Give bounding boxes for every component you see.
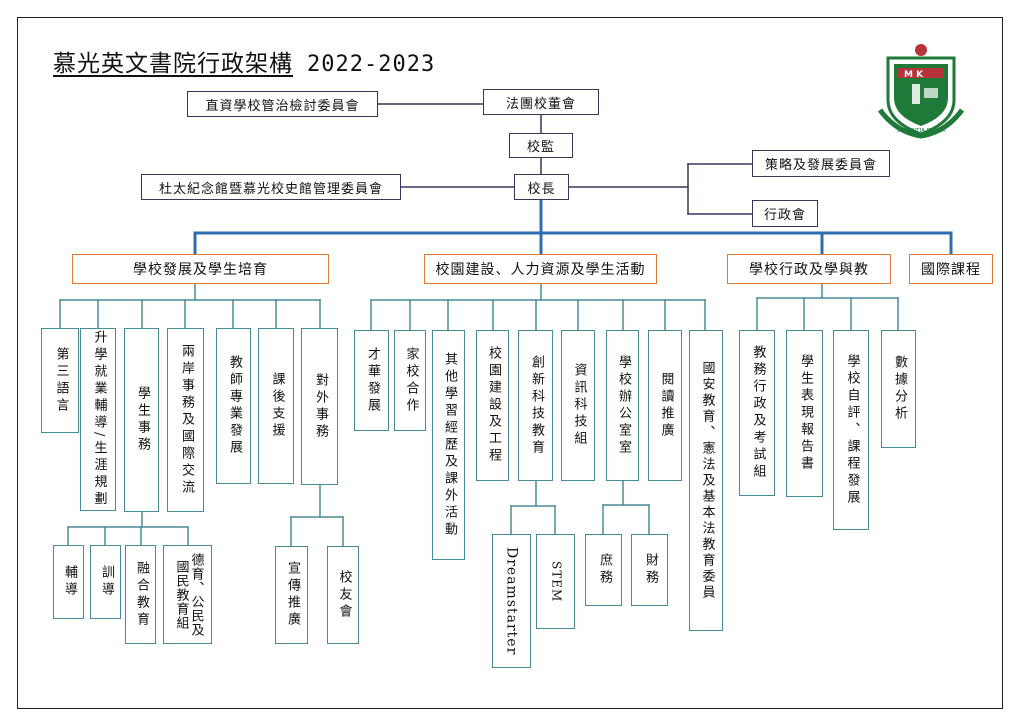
unit-alumni: 校友會 — [327, 546, 359, 644]
unit-academic-admin-label: 教務行政及考試組 — [750, 345, 766, 481]
unit-finance-label: 財務 — [642, 553, 658, 587]
unit-student-report: 學生表現報告書 — [786, 330, 823, 497]
division-admin-label: 學校行政及學與教 — [749, 262, 869, 278]
unit-teacher-development: 教師專業發展 — [216, 328, 251, 484]
unit-campus-works-label: 校園建設及工程 — [485, 346, 501, 465]
unit-campus-works: 校園建設及工程 — [476, 330, 509, 481]
unit-ole-label: 其他學習經歷及課外活動 — [441, 351, 457, 539]
unit-general-affairs: 庶務 — [585, 534, 622, 606]
division-development-label: 學校發展及學生培育 — [133, 262, 268, 278]
unit-third-language-label: 第三語言 — [53, 346, 69, 415]
strategy-committee-box: 策略及發展委員會 — [752, 150, 890, 177]
unit-stem-label: STEM — [549, 560, 564, 603]
unit-third-language: 第三語言 — [41, 328, 79, 433]
unit-discipline-label: 訓導 — [98, 565, 114, 599]
crest-motto: SAPIENTIA ET LUX — [896, 128, 946, 134]
unit-careers: 升學就業輔導/生涯規劃 — [80, 328, 116, 511]
division-international-label: 國際課程 — [921, 262, 981, 278]
unit-promotion-label: 宣傳推廣 — [284, 561, 300, 629]
board-label: 法團校董會 — [505, 96, 576, 112]
division-campus-box: 校園建設、人力資源及學生活動 — [424, 254, 657, 284]
unit-guidance: 輔導 — [53, 545, 84, 619]
unit-general-affairs-label: 庶務 — [596, 553, 612, 587]
unit-data-analysis: 數據分析 — [881, 330, 916, 448]
unit-after-school-label: 課後支援 — [269, 372, 285, 440]
unit-discipline: 訓導 — [90, 545, 121, 619]
unit-moral-civic-label: 德育、公民及國民教育組 — [173, 552, 204, 637]
unit-data-analysis-label: 數據分析 — [891, 355, 907, 423]
unit-stem: STEM — [536, 534, 575, 629]
unit-external-affairs-label: 對外事務 — [312, 372, 328, 441]
unit-academic-admin: 教務行政及考試組 — [739, 330, 775, 496]
division-international-box: 國際課程 — [909, 254, 993, 284]
board-box: 法團校董會 — [483, 89, 599, 115]
unit-after-school: 課後支援 — [258, 328, 294, 484]
unit-careers-label: 升學就業輔導/生涯規劃 — [91, 330, 107, 509]
unit-external-affairs: 對外事務 — [301, 328, 338, 485]
unit-finance: 財務 — [631, 534, 668, 606]
principal-label: 校長 — [527, 181, 556, 197]
museum-committee-label: 杜太紀念館暨慕光校史館管理委員會 — [158, 181, 383, 197]
unit-it-label: 資訊科技組 — [571, 363, 587, 448]
unit-reading-label: 閱讀推廣 — [658, 371, 674, 440]
division-development-box: 學校發展及學生培育 — [72, 254, 329, 284]
unit-school-office-label: 學校辦公室室 — [615, 354, 631, 457]
admin-council-box: 行政會 — [752, 200, 818, 227]
museum-committee-box: 杜太紀念館暨慕光校史館管理委員會 — [141, 174, 401, 200]
division-campus-label: 校園建設、人力資源及學生活動 — [435, 262, 646, 278]
unit-ole: 其他學習經歷及課外活動 — [432, 330, 465, 560]
unit-student-report-label: 學生表現報告書 — [797, 354, 813, 473]
admin-council-label: 行政會 — [763, 208, 806, 223]
unit-student-affairs: 學生事務 — [124, 328, 159, 512]
unit-it: 資訊科技組 — [561, 330, 595, 481]
unit-guidance-label: 輔導 — [61, 565, 77, 599]
unit-self-evaluation-label: 學校自評、課程發展 — [844, 353, 860, 507]
unit-innovation-label: 創新科技教育 — [528, 354, 544, 457]
governance-review-label: 直資學校管治檢討委員會 — [205, 98, 360, 114]
unit-school-office: 學校辦公室室 — [606, 330, 639, 481]
unit-home-school: 家校合作 — [394, 330, 426, 431]
unit-home-school-label: 家校合作 — [403, 346, 419, 415]
unit-talent: 才華發展 — [354, 330, 389, 431]
unit-student-affairs-label: 學生事務 — [134, 386, 150, 454]
unit-moral-civic: 德育、公民及國民教育組 — [163, 545, 212, 644]
unit-reading: 閱讀推廣 — [648, 330, 682, 481]
unit-national-security: 國安教育、憲法及基本法教育委員 — [689, 330, 723, 631]
unit-cross-strait-label: 兩岸事務及國際交流 — [178, 343, 194, 497]
title-main: 慕光英文書院行政架構 — [53, 51, 293, 77]
unit-cross-strait: 兩岸事務及國際交流 — [167, 328, 204, 512]
unit-innovation: 創新科技教育 — [518, 330, 553, 481]
page-frame — [17, 17, 1003, 709]
unit-inclusive-education: 融合教育 — [125, 545, 156, 644]
unit-dreamstarter-label: Dreamstarter — [503, 546, 520, 656]
unit-promotion: 宣傳推廣 — [275, 546, 308, 644]
division-admin-box: 學校行政及學與教 — [727, 254, 891, 284]
title-year: 2022-2023 — [307, 52, 436, 77]
unit-talent-label: 才華發展 — [364, 346, 380, 415]
unit-teacher-development-label: 教師專業發展 — [226, 355, 242, 457]
unit-alumni-label: 校友會 — [336, 569, 352, 621]
strategy-committee-label: 策略及發展委員會 — [764, 158, 877, 173]
page-title: 慕光英文書院行政架構 2022-2023 — [53, 44, 435, 78]
unit-self-evaluation: 學校自評、課程發展 — [833, 330, 869, 530]
principal-box: 校長 — [514, 174, 569, 200]
supervisor-label: 校監 — [526, 140, 555, 155]
crest-letters: M K — [904, 70, 924, 80]
unit-dreamstarter: Dreamstarter — [492, 534, 531, 668]
unit-inclusive-education-label: 融合教育 — [133, 560, 149, 629]
governance-review-box: 直資學校管治檢討委員會 — [187, 91, 378, 117]
school-crest-logo: M K SAPIENTIA ET LUX — [877, 44, 965, 139]
unit-national-security-label: 國安教育、憲法及基本法教育委員 — [699, 360, 715, 601]
supervisor-box: 校監 — [509, 133, 573, 158]
